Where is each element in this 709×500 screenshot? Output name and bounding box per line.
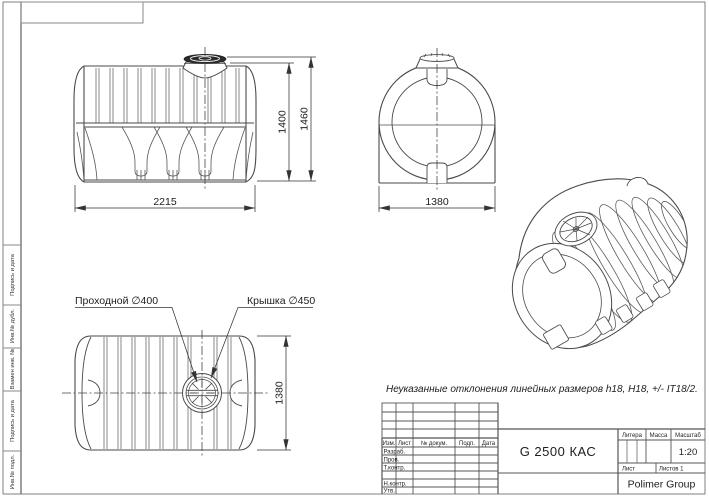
tb-row-razrab: Разраб.	[384, 450, 406, 456]
iso-front-foot	[543, 324, 569, 350]
tb-company: Polimer Group	[628, 479, 696, 491]
margin-label-sign-date-1: Подпись и дата	[10, 253, 16, 295]
iso-feet	[595, 279, 671, 335]
front-view-dimensions	[378, 186, 496, 212]
tb-mass-label: Масса	[650, 433, 668, 439]
tb-sheet-label: Лист	[622, 467, 635, 473]
tb-row-nkontr: Н.контр.	[384, 482, 407, 488]
side-view-outline	[73, 65, 257, 183]
tolerance-note: Неуказанные отклонения линейных размеров…	[386, 384, 698, 395]
isometric-view	[511, 177, 688, 350]
side-view-dimensions	[74, 56, 316, 212]
side-view: 2215 1400 1460	[73, 47, 316, 212]
label-passage: Проходной ∅400	[75, 295, 158, 307]
dim-front-width: 1380	[425, 196, 449, 208]
front-view-lid	[415, 52, 459, 69]
margin-label-inv-orig: Инв.№ подл.	[10, 454, 16, 489]
tb-col-list: Лист	[398, 441, 411, 447]
margin-label-replaced-inv: Взамен инв. №	[10, 349, 16, 390]
tb-sheets-label: Листов 1	[659, 467, 684, 473]
label-lid: Крышка ∅450	[247, 295, 315, 307]
tb-col-date: Дата	[482, 441, 496, 447]
tb-row-utv: Утв.	[384, 489, 396, 495]
left-margin-cells	[3, 244, 21, 452]
top-view-leaders	[75, 307, 313, 383]
tb-col-sign: Подп.	[459, 441, 475, 447]
top-view-dimensions	[257, 335, 291, 451]
tb-scale-label: Масштаб	[675, 433, 701, 439]
title-block: Изм. Лист № докум. Подп. Дата Разраб. Пр…	[381, 402, 705, 495]
dim-side-height-body: 1400	[277, 110, 289, 134]
iso-manhole	[554, 211, 598, 247]
side-view-ribs-upper	[95, 68, 240, 123]
front-view: 1380	[378, 48, 496, 212]
margin-label-sign-date-2: Подпись и дата	[10, 399, 16, 441]
tb-litera-label: Литера	[622, 433, 643, 439]
margin-label-inv-dupl: Инв.№ дубл.	[10, 308, 16, 343]
dim-side-width: 2215	[153, 196, 177, 208]
top-view: Проходной ∅400 Крышка ∅450 1380	[62, 295, 315, 456]
tb-row-prov: Пров.	[384, 458, 400, 464]
iso-front-face	[511, 242, 613, 350]
tb-designation: G 2500 КАС	[520, 444, 597, 459]
tb-col-doc: № докум.	[421, 440, 448, 447]
iso-front-pocket	[542, 248, 566, 274]
tb-scale-value: 1:20	[679, 447, 698, 458]
top-stamp-box	[20, 1, 144, 24]
side-view-ribs-lower	[76, 126, 254, 181]
tb-col-izm: Изм.	[383, 441, 396, 447]
left-margin-labels: Подпись и дата Инв.№ дубл. Взамен инв. №…	[10, 253, 16, 489]
iso-rear-vent	[626, 177, 649, 187]
title-block-lines	[381, 402, 705, 494]
dim-top-length: 1380	[274, 381, 286, 405]
dim-side-height-total: 1460	[299, 107, 311, 131]
tb-row-tkontr: Т.контр.	[384, 466, 406, 472]
